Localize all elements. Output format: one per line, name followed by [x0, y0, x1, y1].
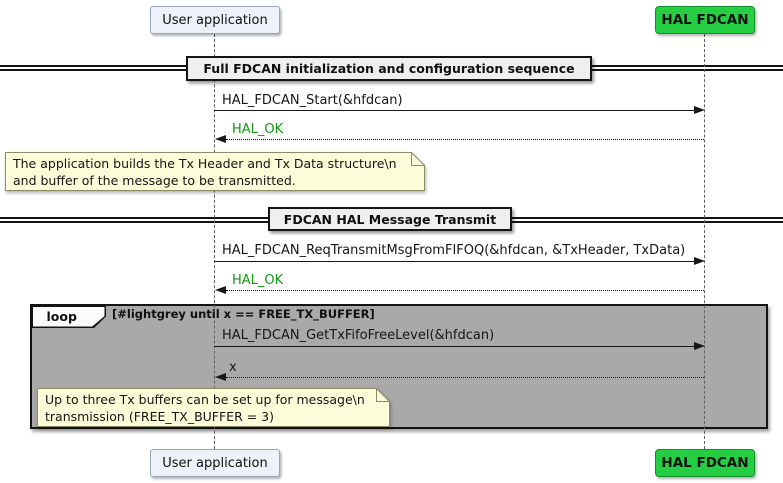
note-tx-buffers: Up to three Tx buffers can be set up for…	[37, 388, 390, 427]
lifeline-user-application	[214, 34, 215, 449]
message-label-halok-2: HAL_OK	[232, 273, 284, 288]
participant-label: HAL FDCAN	[661, 455, 749, 471]
message-label-x: x	[229, 360, 237, 375]
arrowhead-left	[215, 373, 226, 381]
loop-operator-tab: loop	[31, 305, 106, 328]
note-fold	[376, 388, 390, 402]
lifeline-hal-fdcan	[704, 34, 705, 449]
message-label-halok-1: HAL_OK	[232, 122, 284, 137]
arrowhead-left	[215, 135, 226, 143]
arrowhead-right	[694, 106, 705, 114]
message-line-x	[226, 377, 704, 378]
message-label-reqtransmit: HAL_FDCAN_ReqTransmitMsgFromFIFOQ(&hfdca…	[222, 243, 686, 258]
message-line-start	[214, 110, 695, 112]
note-line: and buffer of the message to be transmit…	[13, 172, 296, 188]
arrowhead-left	[215, 286, 226, 294]
participant-user-application-top: User application	[150, 6, 280, 34]
note-fold	[411, 152, 425, 166]
note-shape	[5, 152, 425, 191]
note-line: transmission (FREE_TX_BUFFER = 3)	[45, 408, 275, 424]
participant-label: HAL FDCAN	[661, 12, 749, 28]
message-label-getfreelevel: HAL_FDCAN_GetTxFifoFreeLevel(&hfdcan)	[222, 328, 495, 343]
divider-label: FDCAN HAL Message Transmit	[283, 211, 497, 227]
arrowhead-right	[694, 342, 705, 350]
note-line: The application builds the Tx Header and…	[13, 156, 397, 171]
participant-user-application-bottom: User application	[150, 449, 280, 477]
message-line-halok-2	[226, 290, 704, 291]
participant-label: User application	[162, 12, 268, 28]
message-line-reqtransmit	[214, 261, 695, 263]
message-line-halok-1	[226, 139, 704, 140]
note-shape	[37, 388, 390, 427]
participant-hal-fdcan-top: HAL FDCAN	[655, 6, 755, 34]
divider-init-sequence: Full FDCAN initialization and configurat…	[186, 56, 592, 81]
loop-operator-label: loop	[32, 306, 105, 327]
divider-label: Full FDCAN initialization and configurat…	[203, 61, 575, 76]
loop-condition: [#lightgrey until x == FREE_TX_BUFFER]	[112, 307, 375, 321]
divider-message-transmit: FDCAN HAL Message Transmit	[268, 207, 512, 231]
message-line-getfreelevel	[214, 346, 695, 348]
arrowhead-right	[694, 257, 705, 265]
message-label-start: HAL_FDCAN_Start(&hfdcan)	[222, 93, 403, 108]
participant-hal-fdcan-bottom: HAL FDCAN	[655, 449, 755, 477]
note-line: Up to three Tx buffers can be set up for…	[45, 392, 365, 407]
note-tx-header: The application builds the Tx Header and…	[5, 152, 425, 191]
participant-label: User application	[162, 455, 268, 471]
